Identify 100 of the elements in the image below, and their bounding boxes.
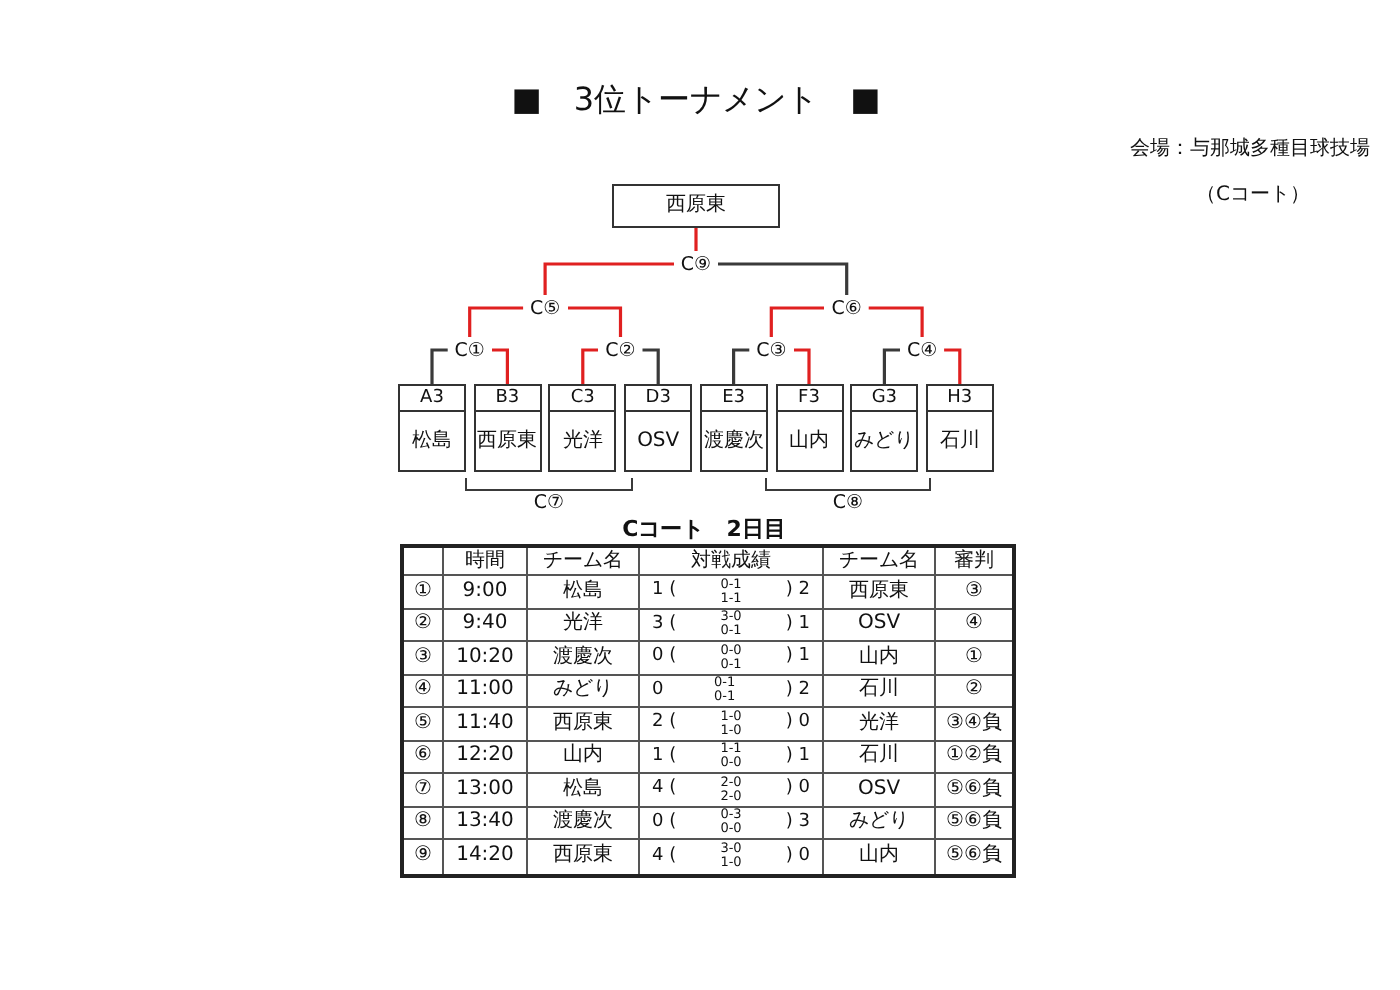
seed-label: B3 — [495, 387, 520, 409]
seed-label: F3 — [798, 387, 820, 409]
team-name: 渡慶次 — [703, 429, 764, 453]
team-box — [548, 384, 617, 472]
match-number: ③ — [414, 645, 432, 670]
team-name: 光洋 — [562, 429, 603, 453]
column-header: 対戦成績 — [691, 549, 771, 573]
score: 2 ( — [652, 712, 677, 735]
court-label: （Cコート） — [1196, 184, 1310, 208]
team-name: 光洋 — [859, 711, 899, 736]
tournament-line — [694, 228, 698, 251]
score: 1 ( — [652, 745, 677, 768]
team-name: 渡慶次 — [553, 810, 613, 835]
match-number: ⑥ — [414, 744, 432, 769]
tournament-line — [868, 306, 924, 337]
team-box — [925, 384, 994, 472]
match-number: ⑦ — [414, 777, 432, 802]
team-name: みどり — [553, 678, 613, 703]
team-name: 西原東 — [553, 844, 613, 869]
score: 4 ( — [652, 778, 677, 801]
team-name: 西原東 — [553, 711, 613, 736]
match-time: 11:40 — [456, 711, 514, 736]
team-name: 石川 — [939, 429, 980, 453]
team-name: 石川 — [859, 744, 899, 769]
referee: ⑤⑥負 — [946, 844, 1002, 869]
score: 4 ( — [652, 845, 677, 868]
team-box — [850, 384, 919, 472]
score: ) 2 — [785, 679, 810, 702]
match-time: 9:00 — [462, 579, 508, 604]
referee: ①②負 — [946, 744, 1002, 769]
score: 0 ( — [652, 811, 677, 834]
referee: ⑤⑥負 — [946, 810, 1002, 835]
team-box — [473, 384, 542, 472]
match-number: ① — [414, 579, 432, 604]
score: 1 ( — [652, 580, 677, 603]
column-header: 時間 — [465, 549, 505, 573]
team-box — [624, 384, 693, 472]
match-time: 13:00 — [456, 777, 514, 802]
tournament-line — [491, 348, 509, 384]
score: ) 0 — [785, 712, 810, 735]
team-name: 山内 — [789, 429, 829, 453]
match-label: C⑧ — [832, 492, 864, 514]
match-number: ⑧ — [414, 810, 432, 835]
team-name: OSV — [637, 429, 680, 453]
venue-label: 会場：与那城多種目球技場 — [1130, 138, 1370, 162]
seed-label: A3 — [420, 387, 444, 409]
tournament-line — [543, 262, 674, 295]
title: ■ 3位トーナメント ■ — [511, 78, 881, 122]
team-box — [398, 384, 466, 472]
match-time: 11:00 — [456, 678, 514, 703]
match-number: ⑤ — [414, 711, 432, 736]
score: ) 2 — [785, 580, 810, 603]
column-header: 審判 — [954, 549, 994, 573]
team-name: 松島 — [563, 579, 603, 604]
team-name: 松島 — [412, 429, 452, 453]
match-number: ⑨ — [414, 844, 432, 869]
team-name: 石川 — [859, 678, 899, 703]
match-time: 13:40 — [456, 810, 514, 835]
tournament-line — [769, 306, 825, 337]
referee: ② — [965, 678, 983, 703]
referee: ③ — [965, 579, 983, 604]
referee: ⑤⑥負 — [946, 777, 1002, 802]
score: ) 1 — [785, 646, 810, 669]
team-name: 山内 — [563, 744, 603, 769]
team-name: 松島 — [563, 777, 603, 802]
match-time: 14:20 — [456, 844, 514, 869]
score: ) 0 — [785, 778, 810, 801]
team-name: OSV — [857, 777, 901, 802]
team-box — [775, 384, 843, 472]
tournament-line — [468, 306, 524, 337]
score: ) 1 — [785, 745, 810, 768]
seed-label: H3 — [947, 387, 973, 409]
score: ) 3 — [785, 811, 810, 834]
referee: ③④負 — [946, 711, 1002, 736]
column-header: チーム名 — [839, 549, 919, 573]
match-number: ② — [414, 612, 432, 637]
match-time: 10:20 — [456, 645, 514, 670]
score: 0 — [652, 679, 664, 702]
score: ) 0 — [785, 845, 810, 868]
seed-label: D3 — [645, 387, 671, 409]
tournament-line — [567, 306, 623, 337]
team-name: OSV — [857, 612, 901, 637]
tournament-line — [793, 348, 811, 384]
team-name: 西原東 — [849, 579, 909, 604]
winner-box — [612, 184, 780, 228]
team-name: 西原東 — [666, 194, 726, 218]
tournament-line — [642, 348, 660, 384]
team-box — [699, 384, 768, 472]
team-name: 光洋 — [563, 612, 603, 637]
score: 0 ( — [652, 646, 677, 669]
score: ) 1 — [785, 613, 810, 636]
tournament-line — [581, 348, 599, 384]
team-name: 渡慶次 — [553, 645, 613, 670]
team-name: みどり — [854, 429, 915, 453]
match-time: 12:20 — [456, 744, 514, 769]
match-label: C⑦ — [533, 492, 565, 514]
score: 3 ( — [652, 613, 677, 636]
tournament-line — [718, 262, 849, 295]
tournament-line — [732, 348, 750, 384]
column-header: チーム名 — [543, 549, 623, 573]
